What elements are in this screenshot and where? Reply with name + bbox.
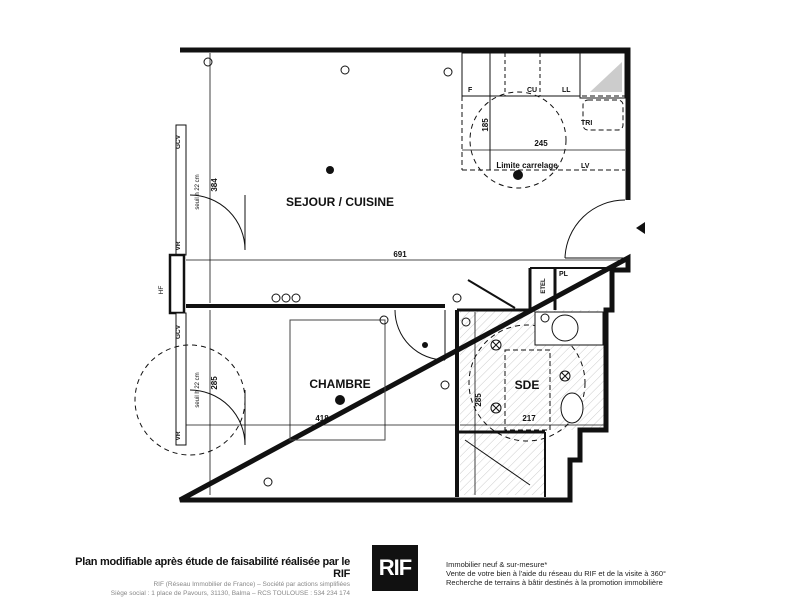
sill-label-1: seuil h 22 cm	[195, 174, 201, 209]
window-label-gcv-1: GCV	[175, 134, 182, 149]
washer-label: LV	[581, 163, 590, 170]
dim-bath-width: 217	[522, 414, 536, 423]
dim-bedroom-depth: 285	[210, 376, 219, 390]
outlet-icons	[203, 57, 550, 487]
sill-label-2: seuil h 22 cm	[195, 372, 201, 407]
room-label-bedroom: CHAMBRE	[309, 377, 370, 391]
footer-title: Plan modifiable après étude de faisabili…	[75, 556, 350, 580]
room-label-bathroom: SDE	[515, 378, 540, 392]
outer-walls	[178, 47, 631, 503]
shutter-label-1: VR	[175, 241, 182, 250]
footer-address: Siège social : 1 place de Pavours, 31130…	[110, 590, 350, 597]
electrical-panel-label: ETEL	[541, 278, 547, 294]
interior-walls	[186, 267, 612, 497]
dishwasher-label: LL	[562, 87, 571, 94]
dimension-lines	[186, 53, 625, 495]
footer-company: RIF (Réseau Immobilier de France) – Soci…	[153, 581, 350, 588]
ceiling-light-x-icons	[490, 339, 571, 414]
bathroom-fixtures	[464, 311, 604, 486]
tagline-3: Recherche de terrains à bâtir destinés à…	[446, 578, 663, 587]
tagline-1: Immobilier neuf & sur-mesure*	[446, 560, 548, 569]
dim-bath-depth: 285	[474, 393, 483, 407]
footer-taglines: Immobilier neuf & sur-mesure* Vente de v…	[446, 560, 666, 587]
window-label-gcv-2: GCV	[175, 324, 182, 339]
door-swings	[134, 194, 626, 456]
entrance-arrow-icon	[636, 222, 645, 234]
kitchen-counter	[461, 52, 626, 189]
dim-bedroom-width: 418	[315, 414, 329, 423]
shutter-label-2: VR	[175, 431, 182, 440]
room-label-living: SEJOUR / CUISINE	[286, 195, 394, 209]
tile-limit-label: Limite carrelage	[496, 161, 558, 170]
fridge-label: F	[468, 87, 473, 94]
dim-kitchen-depth: 185	[481, 118, 490, 132]
rif-logo: RIF	[372, 545, 418, 591]
dim-kitchen-width: 245	[534, 139, 548, 148]
shower-tiling	[460, 430, 545, 495]
cupboard-label: PL	[559, 271, 569, 278]
dim-living-depth: 384	[210, 178, 219, 192]
footer-legal: Plan modifiable après étude de faisabili…	[60, 556, 350, 598]
high-window-label: HF	[158, 286, 165, 295]
light-icons	[326, 166, 523, 405]
left-windows	[168, 124, 187, 446]
cooktop-label: CU	[527, 87, 537, 94]
dim-total-width: 691	[393, 250, 407, 259]
tagline-2: Vente de votre bien à l'aide du réseau d…	[446, 569, 666, 578]
sorting-label: TRI	[581, 120, 592, 127]
